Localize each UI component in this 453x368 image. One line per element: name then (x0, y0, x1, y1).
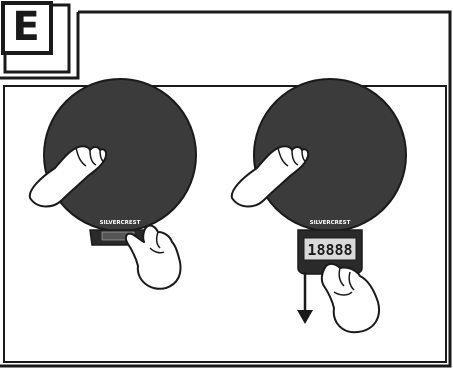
finger-pressing-button-icon (124, 224, 182, 290)
hand-pressing-icon (28, 145, 108, 208)
scale-panel-right: 18888 SILVERCREST (230, 78, 407, 334)
step-label-box (1, 1, 71, 74)
hand-pressing-icon (230, 145, 310, 208)
step-letter: E (12, 4, 40, 50)
scale-panel-left: SILVERCREST (28, 78, 197, 290)
arrow-down-icon (297, 272, 313, 324)
finger-pressing-button-icon (320, 262, 380, 334)
lcd-display (303, 237, 357, 261)
brand-label: SILVERCREST (100, 220, 141, 226)
display-readout: 18888 (307, 241, 352, 259)
brand-label: SILVERCREST (310, 220, 351, 226)
figure-frame (0, 10, 452, 368)
